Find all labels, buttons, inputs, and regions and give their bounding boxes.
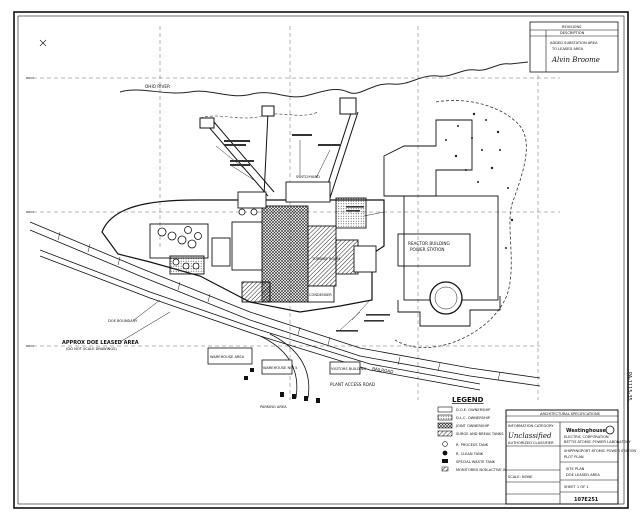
intake-structure <box>339 97 357 115</box>
pump-house <box>261 105 275 117</box>
admin-building <box>237 191 267 209</box>
access-road-label: PLANT ACCESS ROAD <box>330 382 375 387</box>
leased-area-sublabel: (DO NOT SCALE DRAWINGS) <box>66 347 117 351</box>
company-division: ELECTRIC CORPORATION <box>564 435 609 439</box>
storage-tanks <box>157 208 258 270</box>
waste-building <box>241 281 271 303</box>
revision-entry-line2: TO LEASED AREA <box>551 47 584 51</box>
project-name: SHIPPINGPORT ATOMIC POWER STATION <box>564 449 636 453</box>
reactor-building-sublabel: POWER STATION <box>410 247 445 252</box>
screen-house <box>199 117 215 129</box>
turbine-building <box>307 225 337 287</box>
access-road-2 <box>269 333 310 399</box>
switchyard-building <box>285 181 331 203</box>
tree-markers <box>445 112 514 249</box>
sheet-border-inner <box>17 15 625 505</box>
reactor-building-label: REACTOR BUILDING <box>408 241 450 246</box>
westinghouse-logo-icon <box>605 425 615 435</box>
river-label: OHIO RIVER <box>145 84 170 89</box>
parking-stalls <box>244 368 320 403</box>
side-stamp: PA-1115-35 <box>626 372 632 401</box>
plant-buildings <box>149 181 377 303</box>
boundary-label: DOE BOUNDARY <box>108 319 138 323</box>
turbine-label: TURBINE ROOM <box>311 257 340 261</box>
control-building <box>211 237 231 267</box>
warehouse-buildings <box>207 347 361 375</box>
legend-title: LEGEND <box>452 396 484 404</box>
company-name: Westinghouse <box>566 428 606 434</box>
scale-note: SCALE: NONE <box>508 475 533 479</box>
revision-header: REVISIONS <box>562 25 582 29</box>
service-building <box>231 221 263 271</box>
grid-tick-marks <box>26 39 47 347</box>
revision-entry-line1: ADDED SUBSTATION AREA <box>550 41 598 45</box>
reactor-containment-sphere <box>429 281 463 315</box>
revision-signature: Alvin Broome <box>551 56 600 64</box>
parking-area-label: PARKING AREA <box>260 405 287 409</box>
title-block <box>505 409 619 505</box>
legend-item-2: JOINT OWNERSHIP <box>455 424 490 428</box>
approved-stamp: Unclassified <box>508 432 552 440</box>
legend-item-6: SPECIAL WASTE TANK <box>456 460 496 464</box>
legend-item-4: R. PROCESS TANK <box>456 443 489 447</box>
railroad-label: RAILROAD <box>372 366 394 374</box>
substation <box>335 197 367 229</box>
river-bank-contour <box>119 61 529 98</box>
visitors-building-label: VISITORS BUILDING <box>331 367 366 371</box>
legend-item-7: MONITORED NON-ACTIVE WASTE TANK <box>456 468 527 472</box>
switchyard-label: SWITCHYARD <box>296 175 320 179</box>
condenser-label: CONDENSER <box>309 293 332 297</box>
spec-header: ARCHITECTURAL SPECIFICATIONS <box>540 412 601 416</box>
drawing-subtitle: DOE LEASED AREA <box>566 473 600 477</box>
drawing-number: 107E251 <box>574 497 599 503</box>
leased-area-label: APPROX DOE LEASED AREA <box>62 340 139 346</box>
annotation-marks <box>224 134 390 332</box>
legend-item-0: D.O.E. OWNERSHIP <box>456 408 491 412</box>
info-category: INFORMATION CATEGORY <box>508 424 554 428</box>
fuel-building <box>353 245 377 273</box>
legend: LEGEND D.O.E. OWNERSHIP D.L.C. OWNERSHIP… <box>437 396 527 472</box>
approved-label: AUTHORIZED CLASSIFIER <box>508 441 554 445</box>
sheet-number: SHEET 1 OF 1 <box>564 485 589 489</box>
condenser-building <box>307 285 335 303</box>
legend-item-1: D.L.C. OWNERSHIP <box>456 416 491 420</box>
company-sub: BETTIS ATOMIC POWER LABORATORY <box>564 440 632 444</box>
warehouse-5-label: WAREHOUSE NO. 5 <box>263 366 297 370</box>
rail-ties <box>57 231 501 381</box>
legend-item-5: R. CLEAN TANK <box>456 452 484 456</box>
doe-boundary-line <box>394 100 527 348</box>
sheet-border-outer <box>13 11 629 509</box>
warehouse-area-label: WAREHOUSE AREA <box>210 355 245 359</box>
revision-block: REVISIONS DESCRIPTION ADDED SUBSTATION A… <box>529 21 619 73</box>
revision-description-col: DESCRIPTION <box>560 31 585 35</box>
project-sub: PLOT PLAN <box>564 455 584 459</box>
drawing-title: SITE PLAN <box>566 467 585 471</box>
legend-item-3: SURGE AND BREAK TANKS <box>456 432 504 436</box>
